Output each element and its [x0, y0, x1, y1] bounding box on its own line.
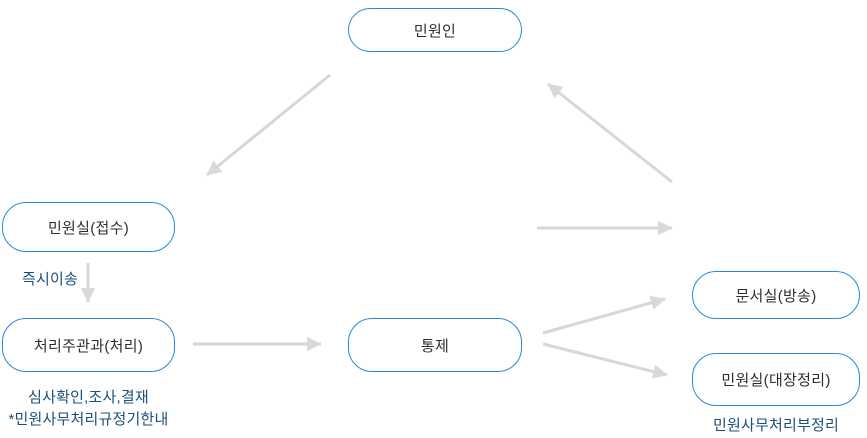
- arrow-petitioner-to-reception: [206, 73, 331, 177]
- node-petitioner: 민원인: [348, 8, 522, 52]
- node-control: 통제: [348, 318, 522, 372]
- caption-ledger-note: 민원사무처리부정리: [712, 417, 839, 434]
- node-handler: 처리주관과(처리): [2, 318, 175, 372]
- node-reception: 민원실(접수): [2, 202, 175, 252]
- node-ledger: 민원실(대장정리): [692, 353, 860, 406]
- arrow-right-column-to-petitioner: [547, 82, 673, 184]
- caption-review-steps: 심사확인,조사,결재: [28, 389, 149, 406]
- arrow-control-to-ledger: [542, 342, 668, 379]
- node-document-room: 문서실(방송): [692, 271, 860, 319]
- caption-immediate-transfer: 즉시이송: [22, 271, 79, 288]
- caption-regulation-note: *민원사무처리규정기한내: [8, 411, 169, 428]
- arrow-control-to-document-room: [542, 295, 666, 335]
